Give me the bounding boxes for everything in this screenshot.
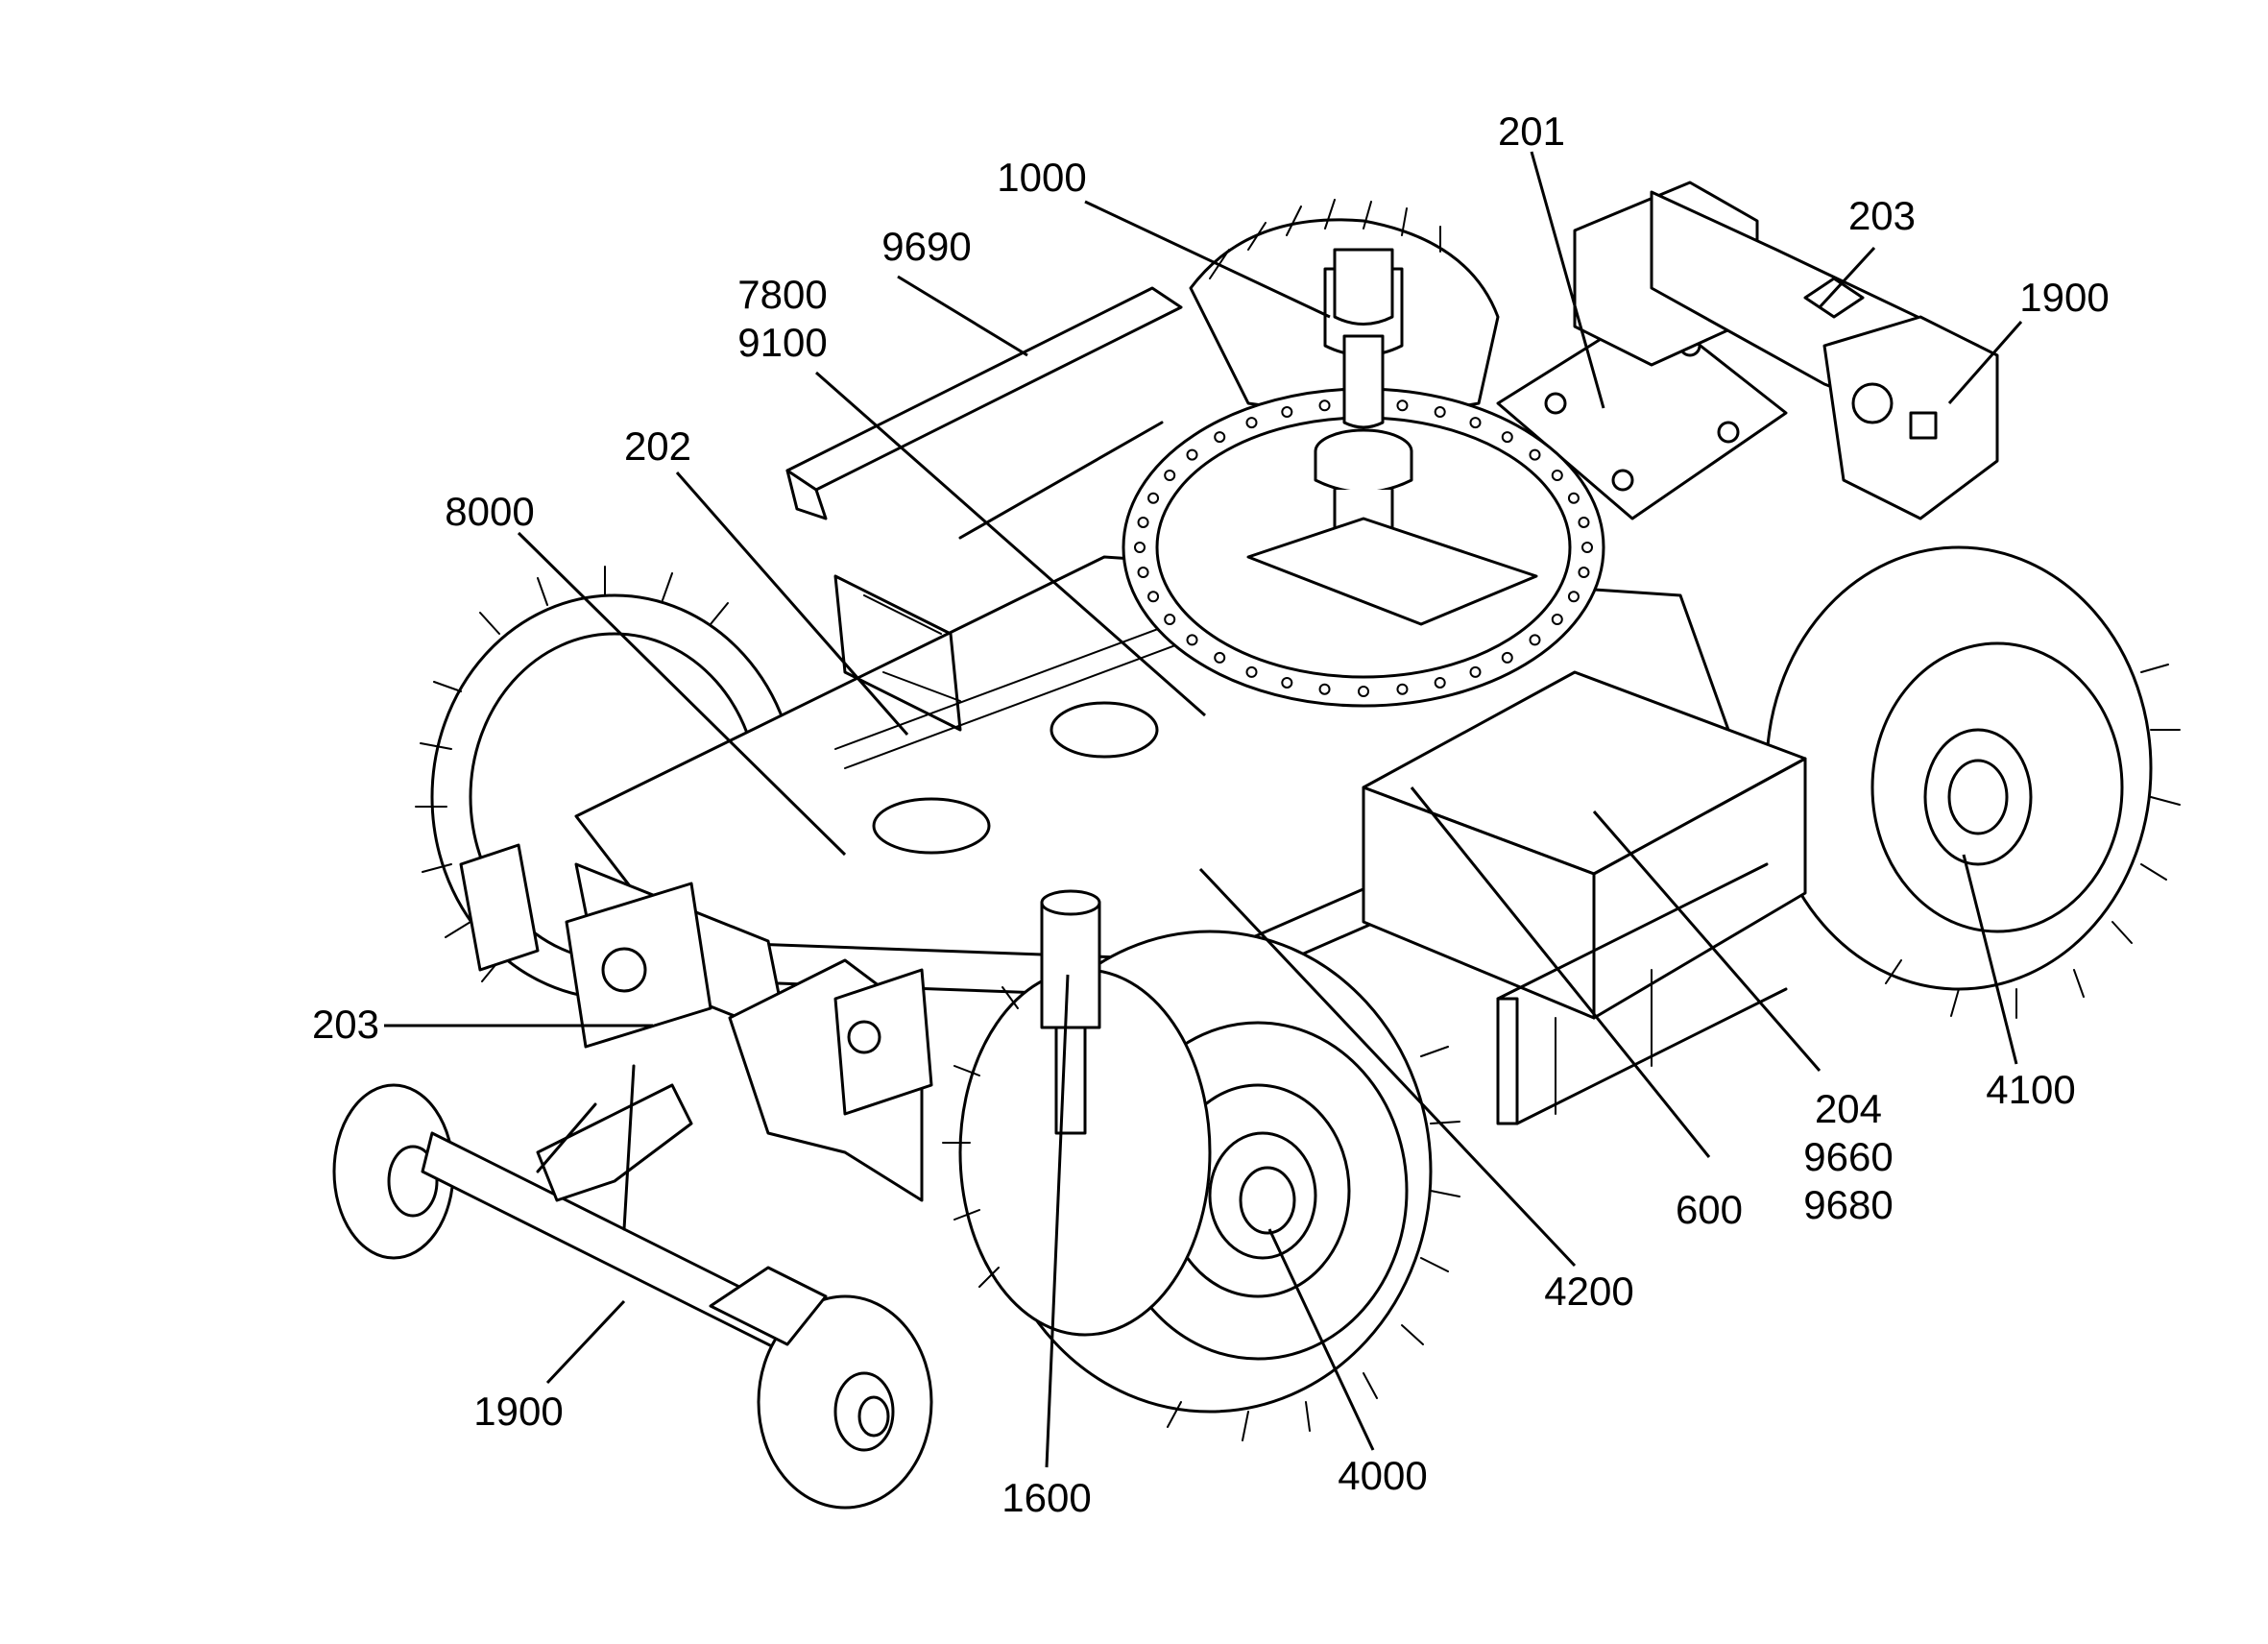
bolt-hole — [1567, 591, 1580, 603]
leader-600 — [1410, 786, 1711, 1158]
label-1000-text: 1000 — [997, 155, 1087, 200]
label-9690-text: 9690 — [881, 224, 972, 269]
bolt-hole — [1578, 567, 1590, 579]
label-4000-text: 4000 — [1338, 1453, 1428, 1498]
bolt-hole — [1581, 542, 1593, 553]
bolt-hole — [1134, 542, 1146, 553]
label-9680-text: 9680 — [1803, 1182, 1894, 1227]
label-8000: 8000 — [437, 488, 543, 536]
leader-202 — [675, 471, 909, 736]
bolt-hole — [1281, 406, 1293, 419]
rail-wheel-axle — [332, 1064, 933, 1510]
leader-4200 — [1198, 867, 1577, 1268]
label-8000-text: 8000 — [445, 489, 535, 534]
bolt-hole — [1396, 683, 1409, 695]
label-203-left: 203 — [302, 1001, 389, 1049]
front-left-structure — [459, 843, 933, 1116]
bolt-hole — [1147, 492, 1160, 504]
bolt-hole — [1469, 417, 1482, 429]
leader-1900-top — [1947, 321, 2023, 404]
bolt-hole — [1501, 651, 1513, 664]
bolt-hole — [1567, 492, 1580, 504]
bolt-hole — [1529, 448, 1541, 461]
label-9100-text: 9100 — [737, 320, 828, 365]
bolt-hole — [1137, 516, 1149, 528]
label-204-9660-9680: 204 9660 9680 — [1796, 1085, 1901, 1229]
label-204-text: 204 — [1814, 1086, 1883, 1131]
bolt-hole — [1164, 614, 1176, 625]
label-600: 600 — [1666, 1186, 1752, 1234]
bolt-hole — [1578, 516, 1590, 528]
bolt-hole — [1434, 676, 1446, 689]
bolt-hole — [1147, 591, 1160, 603]
bolt-hole — [1214, 651, 1226, 664]
label-9690: 9690 — [874, 223, 979, 271]
leader-9690 — [897, 275, 1028, 357]
label-4100: 4100 — [1978, 1066, 2084, 1114]
bolt-hole — [1551, 470, 1563, 481]
label-1600-text: 1600 — [1001, 1475, 1092, 1520]
label-7800-text: 7800 — [737, 272, 828, 317]
label-1900-top-text: 1900 — [2019, 275, 2110, 320]
bolt-hole — [1529, 634, 1541, 646]
label-1900-top: 1900 — [2012, 274, 2117, 322]
label-4200-text: 4200 — [1544, 1269, 1634, 1314]
label-9660-text: 9660 — [1803, 1134, 1894, 1179]
rear-frame — [1573, 181, 1999, 520]
label-1900-bottom: 1900 — [466, 1388, 571, 1436]
label-7800-9100: 7800 9100 — [730, 271, 835, 367]
label-4100-text: 4100 — [1986, 1067, 2076, 1112]
bolt-hole — [1245, 665, 1258, 678]
label-203-left-text: 203 — [311, 1002, 380, 1047]
label-203-top-text: 203 — [1847, 193, 1917, 238]
leader-7800 — [815, 371, 1206, 717]
bolt-hole — [1164, 470, 1176, 481]
label-1900-bottom-text: 1900 — [473, 1389, 564, 1434]
tire-right-rear — [1765, 545, 2181, 1019]
label-4000: 4000 — [1330, 1452, 1436, 1500]
leader-4100 — [1962, 854, 2018, 1065]
label-1000: 1000 — [989, 154, 1095, 202]
bolt-hole — [1434, 406, 1446, 419]
bolt-hole — [1318, 399, 1331, 412]
label-202: 202 — [615, 423, 701, 471]
label-201: 201 — [1488, 108, 1575, 156]
left-side-rail — [785, 286, 1183, 732]
bolt-hole — [1501, 431, 1513, 444]
bolt-hole — [1396, 399, 1409, 412]
label-600-text: 600 — [1675, 1187, 1744, 1232]
bolt-hole — [1318, 683, 1331, 695]
bolt-hole — [1186, 448, 1198, 461]
leader-8000 — [517, 531, 847, 857]
label-202-text: 202 — [623, 423, 692, 469]
bolt-hole — [1186, 634, 1198, 646]
leader-1000 — [1084, 200, 1331, 319]
leader-1900-bottom — [545, 1299, 626, 1385]
bolt-hole — [1245, 417, 1258, 429]
bolt-hole — [1214, 431, 1226, 444]
leader-201 — [1530, 151, 1605, 409]
drive-column — [1246, 248, 1538, 626]
leader-lines — [384, 151, 2023, 1468]
leader-1600 — [1045, 974, 1070, 1468]
label-203-top: 203 — [1839, 192, 1925, 240]
label-4200: 4200 — [1536, 1268, 1642, 1316]
bolt-hole — [1137, 567, 1149, 579]
label-1600: 1600 — [994, 1474, 1099, 1522]
label-201-text: 201 — [1497, 109, 1566, 154]
bolt-hole — [1281, 676, 1293, 689]
bolt-hole — [1551, 614, 1563, 625]
bolt-hole — [1469, 665, 1482, 678]
leader-4000 — [1267, 1228, 1375, 1451]
right-box — [1362, 670, 1807, 1125]
leader-204 — [1592, 810, 1822, 1072]
leader-203-top — [1818, 246, 1876, 309]
bolt-hole — [1358, 686, 1369, 697]
